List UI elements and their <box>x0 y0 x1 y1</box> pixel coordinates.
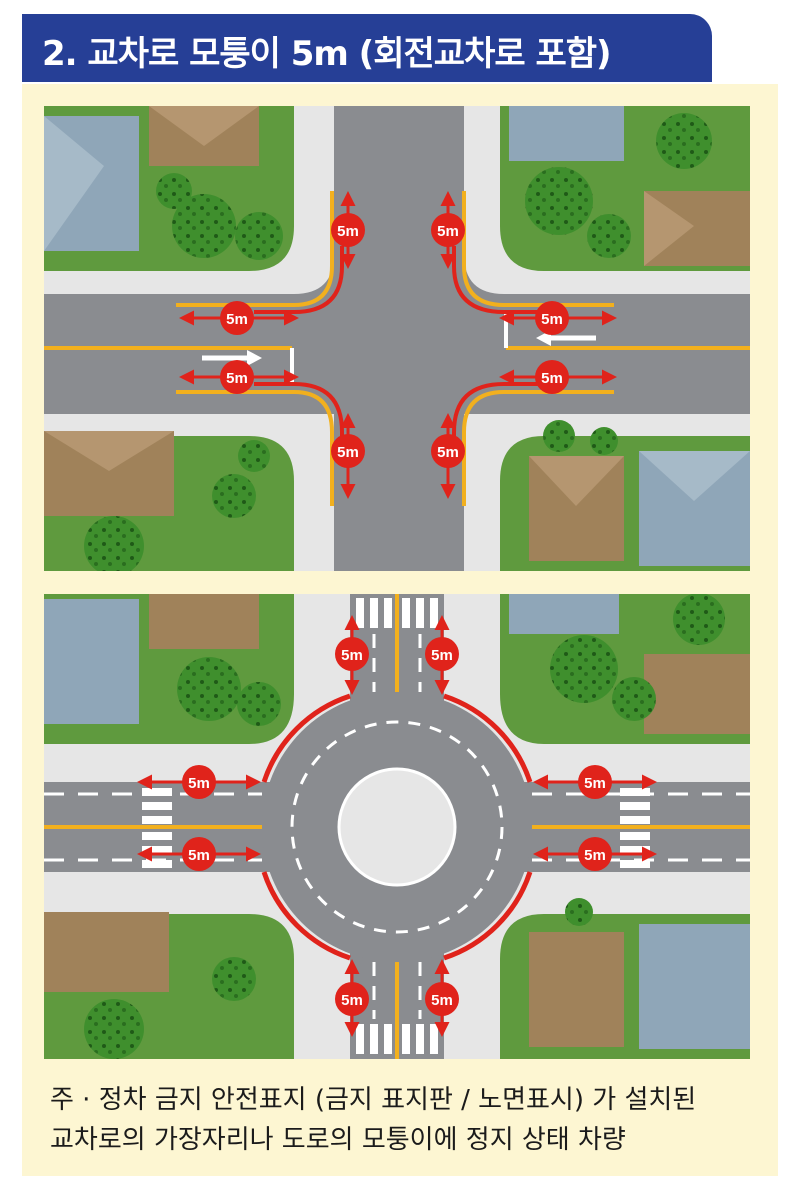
house-roof-icon <box>644 654 750 734</box>
distance-label-group: 5m 5m 5m 5m 5m 5m 5m 5m <box>220 213 569 468</box>
tree-icon <box>156 173 283 260</box>
distance-label: 5m <box>341 647 363 664</box>
traffic-direction-arrow-icon <box>202 350 262 366</box>
distance-label: 5m <box>337 444 359 461</box>
intersection-diagram: 5m 5m 5m 5m 5m 5m 5m 5m <box>44 106 750 571</box>
distance-label: 5m <box>226 311 248 328</box>
house-roof-icon <box>44 599 139 724</box>
title-bar: 2. 교차로 모퉁이 5m (회전교차로 포함) <box>22 14 712 82</box>
distance-label: 5m <box>341 992 363 1009</box>
house-roof-icon <box>149 106 259 166</box>
distance-label-group: 5m 5m 5m 5m 5m 5m 5m 5m <box>182 637 612 1016</box>
page-title: 2. 교차로 모퉁이 5m (회전교차로 포함) <box>42 34 612 74</box>
distance-label: 5m <box>437 444 459 461</box>
tree-icon <box>84 440 270 571</box>
distance-label: 5m <box>541 311 563 328</box>
distance-label: 5m <box>226 370 248 387</box>
house-roof-icon <box>44 912 169 992</box>
distance-label: 5m <box>584 847 606 864</box>
house-roof-icon <box>639 451 750 566</box>
house-roof-icon <box>509 594 619 634</box>
house-roof-icon <box>529 932 624 1047</box>
tree-icon <box>84 594 725 1059</box>
distance-label: 5m <box>188 847 210 864</box>
distance-label: 5m <box>541 370 563 387</box>
caption: 주 · 정차 금지 안전표지 (금지 표지판 / 노면표시) 가 설치된 교차로… <box>50 1080 760 1160</box>
distance-label: 5m <box>431 992 453 1009</box>
center-island <box>337 767 457 887</box>
caption-line-2: 교차로의 가장자리나 도로의 모퉁이에 정지 상태 차량 <box>50 1125 626 1155</box>
distance-label: 5m <box>431 647 453 664</box>
distance-label: 5m <box>188 775 210 792</box>
tree-icon <box>525 113 712 258</box>
caption-line-1: 주 · 정차 금지 안전표지 (금지 표지판 / 노면표시) 가 설치된 <box>50 1085 697 1115</box>
vertical-road <box>334 106 464 571</box>
crosswalk-icon <box>356 1024 438 1054</box>
house-roof-icon <box>529 456 624 561</box>
distance-label: 5m <box>584 775 606 792</box>
tree-icon <box>543 420 618 455</box>
house-roof-icon <box>44 431 174 516</box>
house-roof-icon <box>639 924 750 1049</box>
house-roof-icon <box>644 191 750 266</box>
distance-label: 5m <box>337 223 359 240</box>
distance-label: 5m <box>437 223 459 240</box>
house-roof-icon <box>149 594 259 649</box>
roundabout-diagram: 5m 5m 5m 5m 5m 5m 5m 5m <box>44 594 750 1059</box>
crosswalk-icon <box>356 598 438 628</box>
house-roof-icon <box>44 116 139 251</box>
house-roof-icon <box>509 106 624 161</box>
